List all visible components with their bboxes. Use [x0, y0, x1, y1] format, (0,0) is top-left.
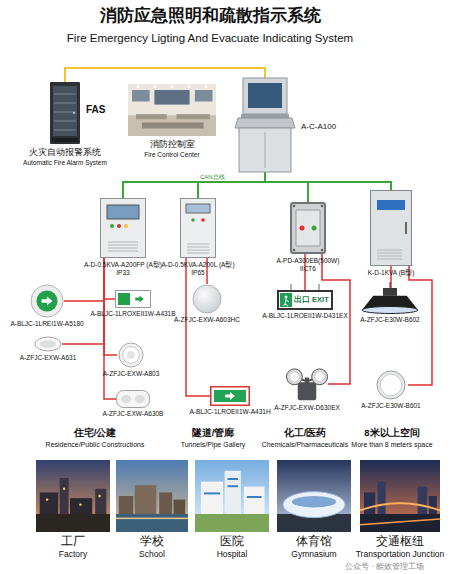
- category-label: 住宅/公建: [74, 428, 117, 439]
- node-label: A-BLJC-1LROEII1W-A431H: [189, 408, 270, 415]
- node-label: A-BLJC-1LREI1W-A5180: [10, 320, 83, 327]
- connector: [265, 172, 308, 202]
- node-label: Gymnasium: [291, 550, 336, 560]
- exit-sign: 出口 EXITA-BLJC-1LROEII1W-D431EX: [277, 290, 333, 310]
- panel-round-lamp: [374, 370, 408, 400]
- node-label: 交通枢纽: [376, 535, 424, 549]
- category-label: Residence/Public Constructions: [46, 441, 145, 449]
- connector: [408, 266, 432, 385]
- emergency-lamp: A-ZFJC-EXW-A803: [117, 342, 145, 368]
- emergency-lamp: A-ZFJC-E30W-B602: [362, 288, 418, 314]
- twin-head-lamp: [286, 366, 328, 402]
- exit-sign: A-BLJC-1LROEII1W-A431H: [210, 386, 250, 406]
- photo-school: [116, 460, 188, 532]
- category-label: Tunnels/Pipe Gallery: [181, 441, 246, 449]
- category-label: 8米以上空间: [364, 428, 419, 439]
- subtitle: Fire Emergency Ligting And Evacuate Indi…: [0, 32, 420, 45]
- connector: [186, 258, 210, 396]
- scene-photo: 工厂Factory: [36, 460, 110, 532]
- control-room: [128, 84, 216, 136]
- watermark: 公众号 · 能效管理工场: [345, 562, 424, 571]
- connector: [104, 258, 116, 399]
- node-label: K-D-1KVA (B型): [352, 269, 430, 277]
- node-label: A-ZFJC-EXW-D630EX: [274, 404, 340, 411]
- node-label: A-ZFJC-EXW-A803: [103, 370, 160, 377]
- photo-factory: [36, 460, 110, 532]
- downlight: [34, 336, 62, 352]
- exit-sign: A-BLJC-1LREI1W-A5180: [30, 284, 64, 318]
- round-lamp: [117, 342, 145, 368]
- distribution-box: A-D-0.5KVA-A200L (A型) IP65: [180, 198, 216, 258]
- node-label: 医院: [220, 535, 244, 549]
- photo-gym: [277, 460, 351, 532]
- high-bay-lamp: [362, 288, 418, 314]
- sign-small: [115, 290, 151, 308]
- control-room-photo: 消防控制室Fire Control Center: [128, 84, 216, 136]
- diagram-title: 消防应急照明和疏散指示系统: [0, 6, 420, 26]
- node-label: 学校: [140, 535, 164, 549]
- category-label: Chemicals/Pharmaceuticals: [262, 441, 348, 449]
- explosion-proof-box: [290, 202, 326, 254]
- node-label: School: [139, 550, 165, 560]
- node-label: A-PD-A300EB(500W) IICT6: [269, 257, 347, 273]
- node-label: A-ZFJC-E30W-B602: [360, 316, 419, 323]
- scene-photo: 交通枢纽Transportation Junction: [360, 460, 440, 532]
- node-label: 消防控制室: [150, 140, 195, 150]
- distribution-panel: [100, 198, 146, 258]
- node-label: A-C-A100: [301, 122, 336, 131]
- exit-sign: A-BLJC-1LROXEII1W-A431B: [115, 290, 151, 308]
- tall-cabinet: [370, 190, 412, 266]
- bus-label: CAN总线: [200, 174, 225, 181]
- node-label: A-ZFJC-EXW-A631: [20, 354, 77, 361]
- emergency-lamp: A-ZFJC-EXW-A631: [34, 336, 62, 352]
- node-label: Transportation Junction: [356, 550, 445, 560]
- fas-cabinet: [50, 82, 80, 144]
- category-label: 化工/医药: [284, 428, 327, 439]
- alarm-cabinet: FAS火灾自动报警系统Automatic Fire Alarm System: [50, 82, 80, 144]
- node-label: A-BLJC-1LROXEII1W-A431B: [90, 310, 175, 317]
- connector: [198, 172, 265, 198]
- node-label: Fire Control Center: [144, 151, 199, 158]
- emergency-lamp: A-ZFJC-EXW-A630B: [116, 390, 150, 408]
- scene-photo: 医院Hospital: [195, 460, 269, 532]
- node-label: A-ZFJC-EXW-A603HC: [174, 316, 240, 323]
- emergency-lamp: A-ZFJC-EXW-D630EX: [286, 366, 328, 402]
- node-label: Hospital: [217, 550, 248, 560]
- distribution-box: A-D-0.5KVA-A200FP (A型) IP33: [100, 198, 146, 258]
- category-label: More than 8 meters space: [351, 441, 432, 449]
- connector: [65, 68, 265, 82]
- dome-lamp: [192, 284, 222, 314]
- scene-photo: 体育馆Gymnasium: [277, 460, 351, 532]
- wall-lamp: [116, 390, 150, 408]
- connector: [123, 172, 265, 198]
- photo-hospital: [195, 460, 269, 532]
- node-label: 火灾自动报警系统: [29, 148, 101, 158]
- distribution-box: A-PD-A300EB(500W) IICT6: [290, 202, 326, 254]
- photo-hub: [360, 460, 440, 532]
- exit-green: [210, 386, 250, 406]
- category-label: 隧道/管廊: [192, 428, 235, 439]
- exit-round: [30, 284, 64, 318]
- emergency-lamp: A-ZFJC-E30W-B601: [374, 370, 408, 400]
- scene-photo: 学校School: [116, 460, 188, 532]
- node-label: A-D-0.5KVA-A200FP (A型) IP33: [84, 261, 162, 277]
- distribution-panel-small: [180, 198, 216, 258]
- node-label: FAS: [86, 104, 105, 116]
- node-label: 体育馆: [296, 535, 332, 549]
- emergency-lamp: A-ZFJC-EXW-A603HC: [192, 284, 222, 314]
- node-label: A-D-0.5KVA-A200L (A型) IP65: [159, 261, 237, 277]
- connector: [265, 172, 391, 190]
- control-host: A-C-A100: [235, 78, 295, 172]
- connector: [62, 258, 104, 344]
- control-console: [235, 78, 295, 172]
- node-label: A-BLJC-1LROEII1W-D431EX: [262, 312, 348, 319]
- node-label: Factory: [59, 550, 87, 560]
- power-cabinet: K-D-1KVA (B型): [370, 190, 412, 266]
- node-label: Automatic Fire Alarm System: [23, 159, 107, 166]
- node-label: A-ZFJC-E30W-B601: [361, 402, 420, 409]
- node-label: 工厂: [61, 535, 85, 549]
- node-label: A-ZFJC-EXW-A630B: [103, 410, 164, 417]
- node-label: 出口 EXIT: [294, 296, 329, 305]
